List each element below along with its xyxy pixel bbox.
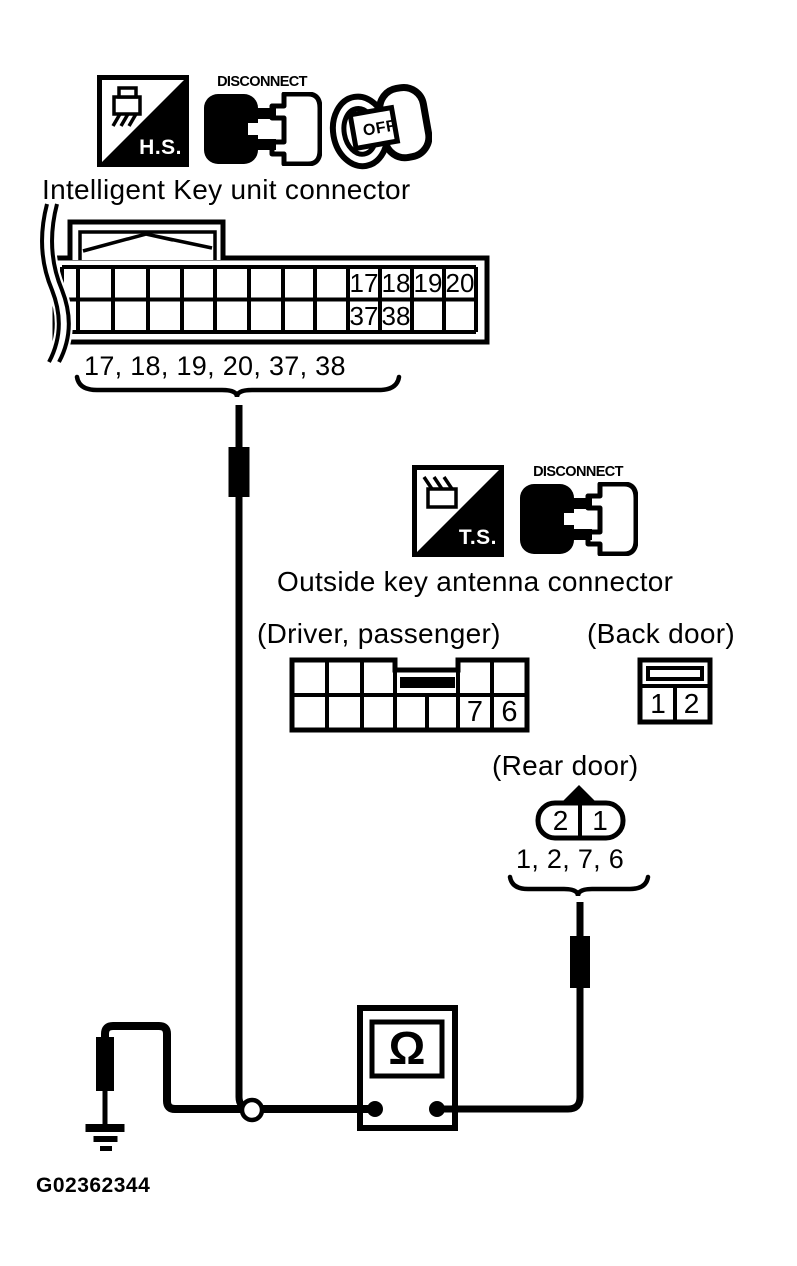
wire-junction bbox=[239, 1097, 265, 1123]
rear-door-connector bbox=[535, 785, 626, 841]
pin-cell: 37 bbox=[349, 301, 379, 331]
pin-cell: 38 bbox=[381, 301, 411, 331]
back-door-connector bbox=[637, 657, 713, 725]
plug-glyph bbox=[204, 92, 322, 166]
ground-symbol bbox=[85, 1124, 125, 1151]
meter-terminal-right bbox=[429, 1101, 445, 1117]
test-lead-center bbox=[228, 405, 250, 1113]
terminal-brace-intelligent-key bbox=[74, 374, 402, 398]
pin-cell: 17 bbox=[349, 268, 379, 298]
test-lead-right bbox=[437, 902, 590, 1113]
antenna-title: Outside key antenna connector bbox=[277, 566, 674, 597]
connector-glyph bbox=[422, 476, 458, 509]
intelligent-key-title: Intelligent Key unit connector bbox=[42, 174, 411, 205]
intelligent-key-connector bbox=[38, 201, 490, 367]
disconnect-label: DISCONNECT bbox=[217, 74, 307, 90]
driver-passenger-connector bbox=[289, 657, 530, 733]
disconnect-icon: DISCONNECT bbox=[518, 464, 638, 556]
hs-label: H.S. bbox=[139, 136, 182, 159]
ts-label: T.S. bbox=[458, 526, 497, 549]
connector-glyph bbox=[111, 86, 142, 127]
disconnect-label: DISCONNECT bbox=[533, 464, 623, 480]
pin-cell: 1 bbox=[650, 688, 666, 719]
driver-passenger-label: (Driver, passenger) bbox=[257, 618, 501, 649]
ts-icon: T.S. bbox=[412, 465, 504, 557]
pin-cell: 19 bbox=[413, 268, 443, 298]
pin-cell: 6 bbox=[501, 696, 518, 728]
pin-cell: 20 bbox=[445, 268, 475, 298]
intelligent-key-terminal-list: 17, 18, 19, 20, 37, 38 bbox=[84, 351, 346, 381]
pin-cell: 1 bbox=[592, 804, 608, 836]
break-wave bbox=[38, 201, 73, 367]
pin-cell: 2 bbox=[683, 688, 700, 719]
disconnect-icon: DISCONNECT bbox=[202, 74, 322, 166]
hs-icon: H.S. bbox=[97, 75, 189, 167]
terminal-brace-antenna bbox=[507, 874, 651, 897]
key-off-icon: OFF bbox=[326, 72, 432, 174]
plug-glyph bbox=[520, 482, 638, 556]
figure-id: G02362344 bbox=[36, 1174, 151, 1197]
ohm-symbol: Ω bbox=[388, 1022, 426, 1074]
pin-cell: 2 bbox=[552, 804, 569, 836]
meter-terminal-left bbox=[367, 1101, 383, 1117]
pin-cell: 18 bbox=[381, 268, 411, 298]
back-door-label: (Back door) bbox=[587, 618, 736, 649]
pin-cell: 7 bbox=[466, 696, 484, 728]
antenna-terminal-list: 1, 2, 7, 6 bbox=[516, 844, 625, 874]
rear-door-label: (Rear door) bbox=[492, 750, 639, 781]
ground-lead bbox=[85, 1022, 375, 1151]
